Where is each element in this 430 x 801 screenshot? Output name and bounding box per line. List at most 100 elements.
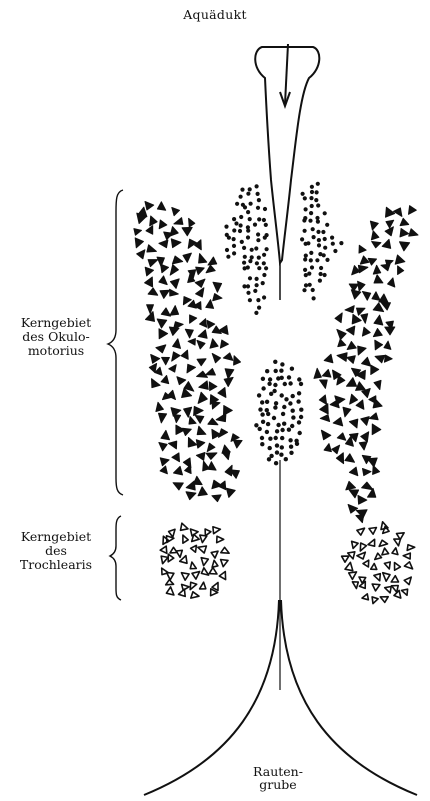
central-cell [288,381,292,385]
central-cell [266,412,270,416]
trochlear-cell-right [368,539,375,546]
oculomotor-cell-left [151,355,160,364]
oculomotor-cell-left [213,282,222,292]
small-cell-left [235,202,239,206]
small-cell-right [315,258,319,262]
central-cell [291,415,295,419]
small-cell-right [311,288,315,292]
central-cell [273,360,277,364]
oculomotor-cell-left [173,339,181,349]
small-cell-right [309,251,313,255]
trochlear-cell-right [383,573,390,582]
oculomotor-cell-left [161,376,169,384]
central-cell [265,430,269,434]
aqueduct-outline [255,47,319,263]
small-cell-right [339,241,343,245]
central-cell [297,420,301,424]
trochlear-cell-right [382,548,389,555]
small-cell-left [257,256,261,260]
small-cell-right [331,242,335,246]
oculomotor-cell-left [195,240,202,250]
oculomotor-cell-right [375,355,385,362]
oculomotor-cell-left [223,353,233,361]
small-cell-left [253,289,257,293]
central-cell [290,367,294,371]
oculomotor-cell-left [196,453,205,461]
small-cell-left [240,240,244,244]
oculomotor-cell-right [356,515,364,523]
trochlear-cell-left [211,551,218,558]
central-cell [276,423,280,427]
central-cell [282,422,286,426]
small-cell-left [248,276,252,280]
oculomotor-cell-right [373,399,382,408]
trochlear-cell-left [212,560,218,567]
central-cell [258,427,262,431]
oculomotor-cell-left [182,227,192,235]
oculomotor-cell-right [337,353,347,362]
small-cell-right [310,204,314,208]
trochlear-cell-left [191,592,199,598]
trochlear-cell-left [200,582,206,589]
small-cell-left [256,206,260,210]
oculomotor-cell-left [157,202,165,210]
central-cell [260,400,264,404]
oculomotor-cell-left [213,294,222,301]
trochlear-cell-right [372,584,380,591]
oculomotor-cell-left [159,413,167,423]
oculomotor-label-line: motorius [4,344,108,358]
oculomotor-cell-right [346,326,355,335]
central-cell [272,389,276,393]
oculomotor-cell-left [198,330,207,338]
trochlear-cell-left [201,558,208,566]
oculomotor-cell-left [218,481,226,490]
small-cell-right [310,185,314,189]
trochlear-cell-left [167,573,174,580]
small-cell-left [232,244,236,248]
small-cell-left [242,261,246,265]
trochlear-cell-left [198,546,207,553]
oculomotor-cell-left [160,458,169,466]
oculomotor-cell-right [333,418,343,426]
oculomotor-cell-left [234,440,243,448]
oculomotor-cell-right [361,314,368,324]
oculomotor-cell-left [161,264,169,273]
oculomotor-cell-left [169,327,179,335]
oculomotor-cell-left [234,356,241,365]
small-cell-left [246,235,250,239]
oculomotor-cell-left [209,382,217,391]
oculomotor-cell-left [218,388,226,398]
small-cell-left [246,284,250,288]
central-cell [275,450,279,454]
oculomotor-cell-left [196,440,205,448]
oculomotor-cell-right [400,229,409,237]
trochlear-cell-right [357,552,365,559]
oculomotor-cell-right [320,380,328,388]
trochlear-label-line: Kerngebiet [4,530,108,544]
central-cell [258,407,262,411]
trochlear-cell-left [209,568,217,574]
central-cell [281,412,285,416]
oculomotor-cell-right [319,395,326,404]
small-cell-left [226,255,230,259]
small-cell-left [264,266,268,270]
trochlear-cell-right [349,572,357,580]
oculomotor-cell-left [170,265,178,276]
oculomotor-cell-right [345,306,354,313]
oculomotor-cell-right [362,327,370,336]
oculomotor-cell-left [172,256,182,264]
oculomotor-cell-left [197,340,205,349]
small-cell-right [303,257,307,261]
small-cell-left [263,236,267,240]
central-cell [266,422,270,426]
trochlear-cell-left [181,523,189,530]
small-cell-right [316,230,320,234]
small-cell-left [255,261,259,265]
small-cell-left [250,255,254,259]
small-cell-right [308,283,312,287]
small-cell-left [232,228,236,232]
oculomotor-cell-left [200,319,207,328]
trochlear-cell-right [362,594,368,600]
oculomotor-cell-left [159,443,167,451]
central-cell [295,442,299,446]
